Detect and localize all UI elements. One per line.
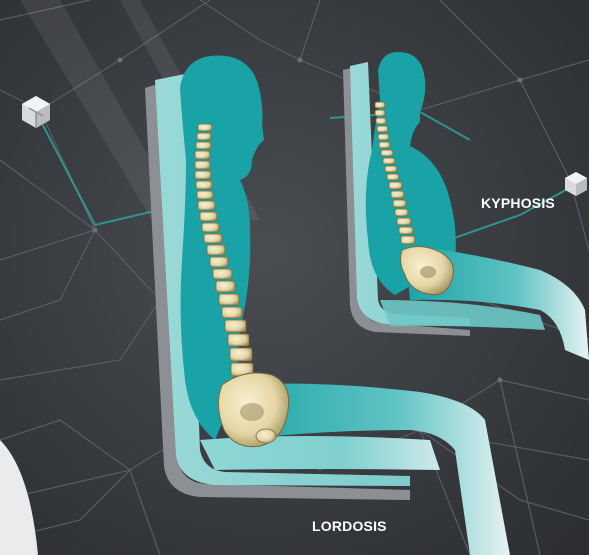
lordosis-label: LORDOSIS bbox=[312, 518, 387, 534]
kyphosis-label: KYPHOSIS bbox=[481, 195, 555, 211]
corner-arc bbox=[0, 440, 38, 555]
